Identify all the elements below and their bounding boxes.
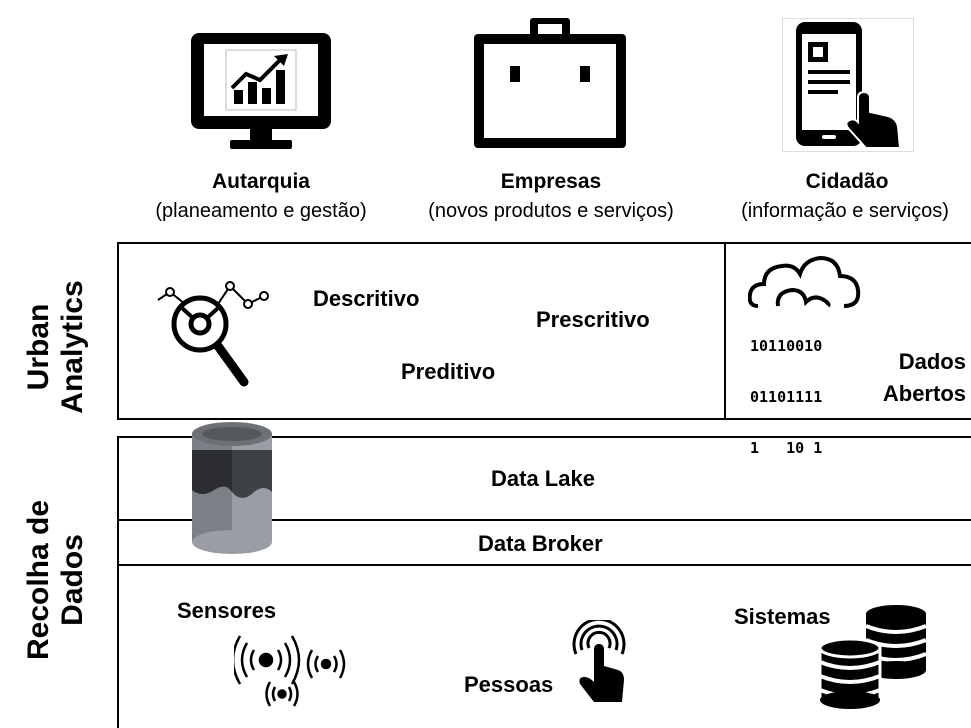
analytics-descritivo: Descritivo (313, 286, 420, 311)
database-stack-icon (818, 605, 927, 709)
stakeholder-subtitle-autarquia: (planeamento e gestão) (155, 200, 367, 222)
data-collection-box (117, 436, 971, 728)
urban-analytics-label: Urban Analytics (22, 280, 89, 414)
stakeholder-subtitle-cidadao: (informação e serviços) (741, 200, 949, 222)
data-lake-divider (117, 519, 971, 521)
cloud-binary-icon (748, 256, 861, 308)
stakeholder-title-empresas: Empresas (500, 170, 602, 193)
briefcase-icon (474, 18, 626, 148)
data-lake-label: Data Lake (491, 466, 595, 491)
urban-analytics-box (117, 242, 971, 420)
analytics-magnifier-icon (157, 281, 269, 387)
stakeholder-subtitle-empresas: (novos produtos e serviços) (428, 200, 674, 222)
sensores-label: Sensores (177, 598, 277, 623)
analytics-preditivo: Preditivo (401, 359, 496, 384)
pessoas-label: Pessoas (464, 672, 554, 697)
smartphone-touch-icon (782, 18, 914, 152)
data-broker-divider (117, 564, 971, 566)
analytics-prescritivo: Prescritivo (536, 307, 650, 332)
data-collection-label: Recolha de Dados (22, 499, 89, 661)
monitor-chart-icon (191, 33, 331, 149)
touch-hand-icon (572, 620, 626, 702)
database-cylinder-icon (192, 422, 272, 554)
dados-abertos-label: Dados Abertos (882, 349, 966, 406)
sistemas-label: Sistemas (734, 604, 831, 629)
urban-analytics-divider (724, 242, 726, 420)
data-broker-label: Data Broker (478, 531, 603, 556)
stakeholder-title-cidadao: Cidadão (805, 170, 889, 193)
binary-digits: 10110010 01101111 1 10 1 (750, 337, 823, 457)
stakeholder-title-autarquia: Autarquia (211, 170, 310, 193)
wireless-sensor-icon (234, 635, 346, 707)
